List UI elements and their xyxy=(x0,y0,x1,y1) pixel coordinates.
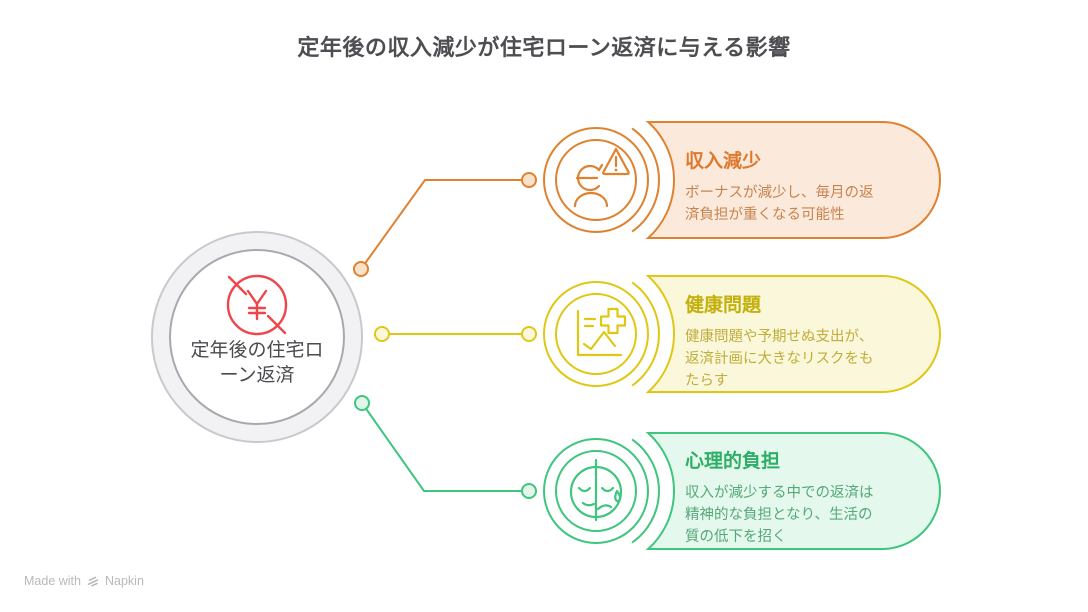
page-title: 定年後の収入減少が住宅ローン返済に与える影響 xyxy=(297,35,791,60)
stressed-face-icon xyxy=(569,458,623,522)
connector-health xyxy=(374,326,537,342)
branch-income-text: 収入減少 ボーナスが減少し、毎月の返 済負担が重くなる可能性 xyxy=(685,146,937,226)
card-income xyxy=(543,121,942,239)
branch-health-description: 健康問題や予期せぬ支出が、 返済計画に大きなリスクをも たらす xyxy=(685,329,874,389)
branch-income-title: 収入減少 xyxy=(685,151,762,172)
health-chart-icon xyxy=(576,307,627,357)
watermark: Made with Napkin xyxy=(24,574,144,588)
branch-psychological-text: 心理的負担 収入が減少する中での返済は 精神的な負担となり、生活の 質の低下を招… xyxy=(685,446,937,548)
branch-psychological-title: 心理的負担 xyxy=(685,451,781,472)
made-with-label: Made with xyxy=(24,574,81,588)
branch-health-text: 健康問題 健康問題や予期せぬ支出が、 返済計画に大きなリスクをも たらす xyxy=(685,290,937,392)
branch-health-title: 健康問題 xyxy=(685,295,762,316)
card-health xyxy=(543,275,942,393)
branch-psychological-description: 収入が減少する中での返済は 精神的な負担となり、生活の 質の低下を招く xyxy=(685,485,874,545)
connector-income xyxy=(353,172,537,277)
currency-warning-icon xyxy=(573,147,630,208)
hub-circle xyxy=(151,231,363,443)
yen-restricted-icon xyxy=(226,274,288,336)
connector-psychological xyxy=(354,395,537,499)
branch-income-description: ボーナスが減少し、毎月の返 済負担が重くなる可能性 xyxy=(685,185,874,223)
hub-label: 定年後の住宅ロ ーン返済 xyxy=(190,340,324,386)
brand-label: Napkin xyxy=(104,574,144,588)
napkin-logo-icon xyxy=(87,576,99,587)
card-psychological xyxy=(543,432,942,550)
